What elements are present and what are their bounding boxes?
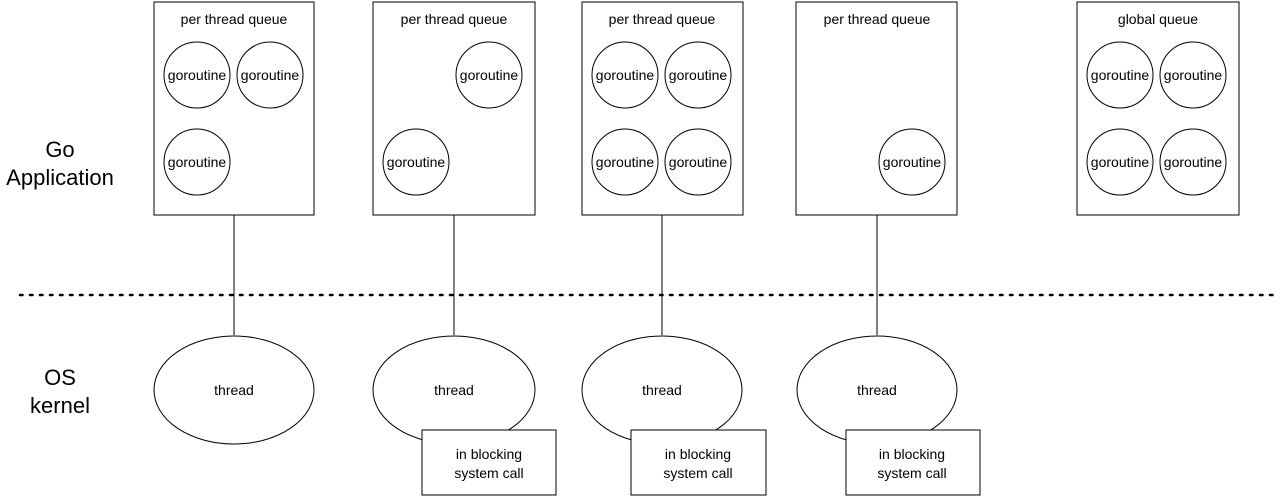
os-thread-2: thread in blocking system call [581,335,767,496]
goroutine-circle [382,128,450,196]
blocking-syscall-line1: in blocking [456,446,522,462]
thread-label: thread [642,382,682,398]
goroutine-label: goroutine [387,154,446,170]
blocking-syscall-box [630,429,767,496]
goroutine-label: goroutine [596,154,655,170]
queue-title: global queue [1118,11,1198,27]
thread-label: thread [434,382,474,398]
queue-title: per thread queue [181,11,288,27]
goroutine-label: goroutine [883,154,942,170]
os-thread-1: thread in blocking system call [372,335,557,496]
layer-label-app-line2: Application [6,165,114,190]
goroutine-circle [1159,41,1227,109]
thread-ellipse [153,335,315,445]
goroutine-label: goroutine [669,154,728,170]
goroutine-circle [591,41,659,109]
goroutine-circle [455,41,523,109]
blocking-syscall-box [845,429,981,496]
goroutine-label: goroutine [168,67,227,83]
goroutine-circle [163,41,231,109]
goroutine-circle [163,128,231,196]
goroutine-label: goroutine [460,67,519,83]
goroutine-circle [591,128,659,196]
goroutine-label: goroutine [1164,67,1223,83]
goroutine-label: goroutine [1091,154,1150,170]
goroutine-circle [236,41,304,109]
goroutine-label: goroutine [1164,154,1223,170]
layer-label-kernel-line1: OS [44,365,76,390]
goroutine-circle [664,41,732,109]
queue-title: per thread queue [401,11,508,27]
thread-label: thread [857,382,897,398]
queue-title: per thread queue [824,11,931,27]
thread-queue-2: per thread queue goroutine goroutine gor… [581,1,744,216]
blocking-syscall-box [421,429,557,496]
blocking-syscall-line1: in blocking [665,446,731,462]
blocking-syscall-line2: system call [454,465,523,481]
goroutine-circle [1086,41,1154,109]
goroutine-label: goroutine [1091,67,1150,83]
layer-label-app-line1: Go [45,137,74,162]
goroutine-label: goroutine [241,67,300,83]
blocking-syscall-line2: system call [877,465,946,481]
goroutine-label: goroutine [669,67,728,83]
goroutine-label: goroutine [596,67,655,83]
thread-label: thread [214,382,254,398]
goroutine-circle [1159,128,1227,196]
os-thread-3: thread in blocking system call [796,335,981,496]
os-thread-0: thread [153,335,315,445]
thread-queue-0: per thread queue goroutine goroutine gor… [153,1,315,216]
goroutine-circle [878,128,946,196]
blocking-syscall-line1: in blocking [879,446,945,462]
goroutine-circle [664,128,732,196]
thread-queue-3: per thread queue goroutine [795,1,958,216]
queue-title: per thread queue [609,11,716,27]
goroutine-circle [1086,128,1154,196]
goroutine-label: goroutine [168,154,227,170]
global-queue: global queue goroutine goroutine gorouti… [1076,1,1240,216]
thread-queue-1: per thread queue goroutine goroutine [372,1,536,216]
blocking-syscall-line2: system call [663,465,732,481]
layer-label-kernel-line2: kernel [30,393,90,418]
